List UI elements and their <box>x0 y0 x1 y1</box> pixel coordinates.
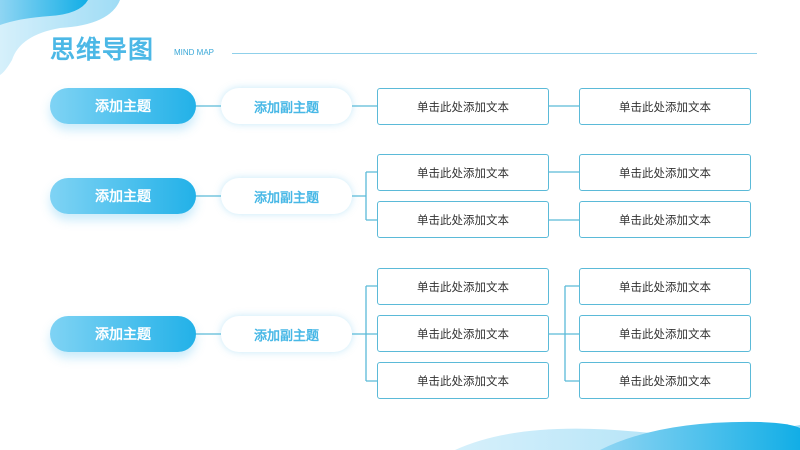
main-topic-3[interactable]: 添加主题 <box>50 316 196 352</box>
sub-topic-1[interactable]: 添加副主题 <box>221 88 352 124</box>
text-box[interactable]: 单击此处添加文本 <box>579 88 751 125</box>
header-divider <box>232 53 757 54</box>
text-box[interactable]: 单击此处添加文本 <box>579 315 751 352</box>
text-box[interactable]: 单击此处添加文本 <box>579 201 751 238</box>
sub-topic-3[interactable]: 添加副主题 <box>221 316 352 352</box>
text-box[interactable]: 单击此处添加文本 <box>377 154 549 191</box>
page-title: 思维导图 <box>50 35 155 64</box>
text-box[interactable]: 单击此处添加文本 <box>377 315 549 352</box>
text-box[interactable]: 单击此处添加文本 <box>377 88 549 125</box>
sub-topic-2[interactable]: 添加副主题 <box>221 178 352 214</box>
corner-wave-top-left-dark <box>0 0 88 25</box>
text-box[interactable]: 单击此处添加文本 <box>579 362 751 399</box>
main-topic-1[interactable]: 添加主题 <box>50 88 196 124</box>
text-box[interactable]: 单击此处添加文本 <box>377 268 549 305</box>
bottom-wave-dark <box>600 421 800 450</box>
text-box[interactable]: 单击此处添加文本 <box>377 201 549 238</box>
corner-wave-top-left <box>0 0 120 75</box>
text-box[interactable]: 单击此处添加文本 <box>579 268 751 305</box>
text-box[interactable]: 单击此处添加文本 <box>377 362 549 399</box>
text-box[interactable]: 单击此处添加文本 <box>579 154 751 191</box>
page-subtitle: MIND MAP <box>174 48 214 57</box>
main-topic-2[interactable]: 添加主题 <box>50 178 196 214</box>
